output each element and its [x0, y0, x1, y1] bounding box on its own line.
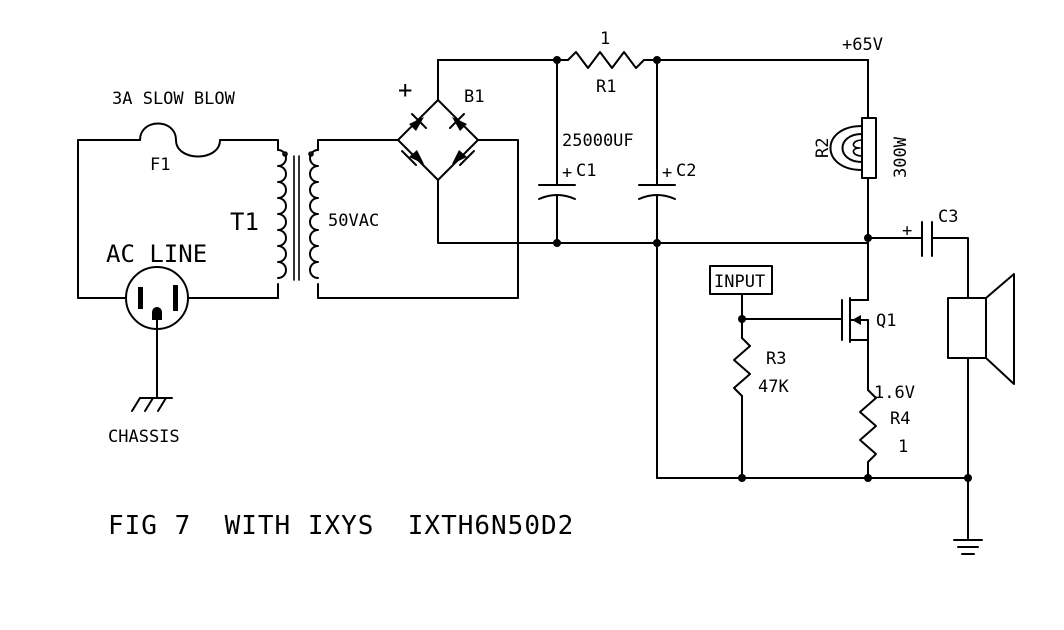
output-stage: [829, 59, 969, 301]
fuse-rating-label: 3A SLOW BLOW: [112, 89, 236, 109]
input-network: [709, 265, 773, 479]
figure-caption: FIG 7 WITH IXYS IXTH6N50D2: [108, 511, 574, 541]
resistor-r4: [859, 389, 877, 479]
c3-plus-label: +: [902, 221, 912, 241]
cap-value-label: 25000UF: [562, 131, 634, 151]
c1-plus-label: +: [562, 163, 572, 183]
fuse-ref-label: F1: [150, 155, 170, 175]
secondary-voltage-label: 50VAC: [328, 211, 379, 231]
r1-ref-label: R1: [596, 77, 616, 97]
mosfet-q1: [741, 297, 869, 391]
r3-value-label: 47K: [758, 377, 789, 397]
bridge-rectifier-b1: [397, 99, 479, 181]
chassis-ground-icon: [131, 397, 173, 412]
source-voltage-label: 1.6V: [874, 383, 915, 403]
q1-ref-label: Q1: [876, 311, 896, 331]
r4-ref-label: R4: [890, 409, 910, 429]
c1-ref-label: C1: [576, 161, 596, 181]
r4-value-label: 1: [898, 437, 908, 457]
ac-plug: [125, 266, 189, 399]
supply-voltage-label: +65V: [842, 35, 883, 55]
fuse-f1: [139, 122, 229, 158]
primary-circuit: [77, 139, 279, 299]
transformer-ref-label: T1: [230, 208, 259, 236]
labels: 3A SLOW BLOW F1 T1 50VAC AC LINE CHASSIS…: [106, 29, 958, 541]
r2-ref-label: R2: [813, 138, 833, 158]
bridge-ref-label: B1: [464, 87, 484, 107]
transformer-t1: [277, 149, 319, 281]
c2-plus-label: +: [662, 163, 672, 183]
filter-section: [538, 51, 869, 479]
ground-bus: [656, 357, 983, 555]
r1-value-label: 1: [600, 29, 610, 49]
bridge-plus-label: +: [398, 76, 412, 104]
ac-line-label: AC LINE: [106, 240, 207, 268]
c2-ref-label: C2: [676, 161, 696, 181]
input-label: INPUT: [714, 272, 765, 292]
chassis-label: CHASSIS: [108, 427, 180, 447]
speaker-icon: [947, 273, 1015, 385]
r3-ref-label: R3: [766, 349, 786, 369]
r2-value-label: 300W: [891, 136, 911, 178]
secondary-wiring: [317, 59, 869, 299]
c3-ref-label: C3: [938, 207, 958, 227]
